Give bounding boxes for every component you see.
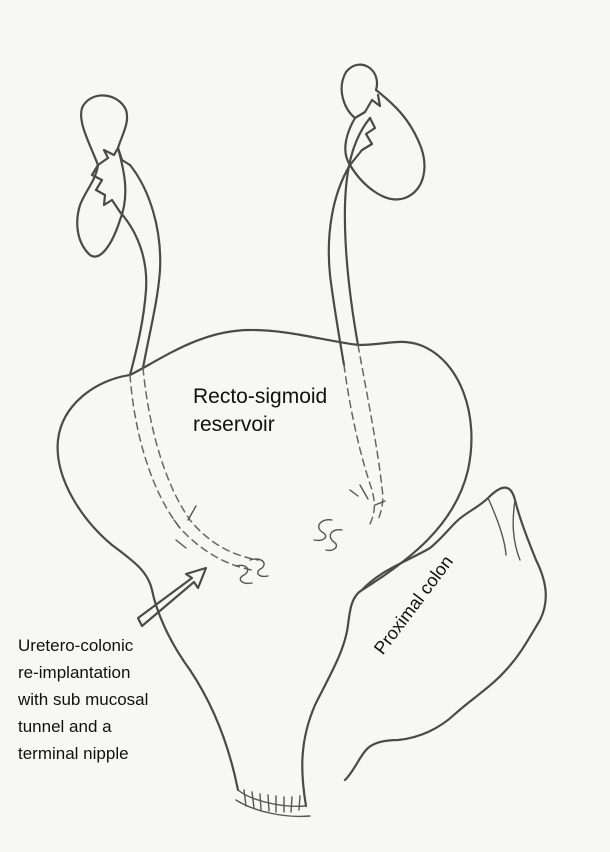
left-terminal-nipple [236, 559, 268, 583]
right-suture-marks [350, 485, 385, 505]
proximal-colon [345, 488, 546, 780]
reimplantation-label-line: re-implantation [18, 659, 148, 686]
proximal-colon-haustra [488, 498, 520, 560]
reservoir-label-line: Recto-sigmoid [193, 383, 327, 411]
right-terminal-nipple [314, 520, 342, 551]
right-submucosal-tunnel [344, 365, 374, 528]
reimplantation-label-line: terminal nipple [18, 740, 148, 767]
left-kidney [77, 95, 127, 256]
pointer-arrow [138, 568, 206, 626]
right-ureter-inner-line [345, 118, 370, 345]
reservoir-label-line: reservoir [193, 411, 327, 439]
reimplantation-label-line: Uretero-colonic [18, 632, 148, 659]
left-ureter-inner-line [120, 212, 146, 375]
right-renal-pelvis [350, 95, 380, 165]
right-kidney [342, 65, 425, 200]
reimplantation-label: Uretero-colonic re-implantation with sub… [18, 632, 148, 767]
reimplantation-label-line: tunnel and a [18, 713, 148, 740]
reimplantation-label-line: with sub mucosal [18, 686, 148, 713]
right-submucosal-tunnel-inner [358, 345, 383, 520]
reservoir-label: Recto-sigmoid reservoir [193, 383, 327, 439]
